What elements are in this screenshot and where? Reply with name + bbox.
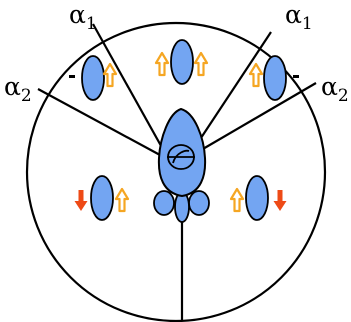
cell-upper-right — [263, 55, 287, 101]
alpha-subscript: 1 — [86, 14, 97, 34]
cell-top — [170, 39, 194, 85]
central-cell — [153, 107, 210, 223]
sector-lower-right — [229, 175, 287, 221]
divider-right — [195, 82, 317, 154]
label-alpha1-right: α1 — [285, 0, 313, 34]
cell-lower-left — [90, 175, 114, 221]
alpha-subscript: 2 — [21, 86, 32, 106]
label-alpha2-left: α2 — [4, 72, 32, 106]
minus-icon — [293, 75, 299, 78]
divider-upper-left — [92, 23, 166, 154]
alpha-symbol: α — [4, 72, 21, 101]
sector-upper-left — [69, 55, 118, 101]
sector-lower-left — [74, 175, 130, 221]
central-cell-lobe-right — [188, 190, 210, 216]
central-cell-lobe-left — [153, 190, 175, 216]
cell-upper-left — [81, 55, 105, 101]
alpha-subscript: 2 — [338, 86, 349, 106]
alpha-subscript: 1 — [302, 14, 313, 34]
divider-left — [37, 88, 161, 156]
nucleus-curve — [172, 149, 190, 164]
minus-icon — [69, 75, 75, 78]
cell-lower-right — [245, 175, 269, 221]
sector-upper-right — [248, 55, 299, 101]
alpha-symbol: α — [321, 72, 338, 101]
sector-top — [154, 39, 209, 85]
divider-upper-right — [192, 31, 272, 151]
alpha-symbol: α — [285, 0, 302, 29]
label-alpha1-left: α1 — [69, 0, 97, 34]
alpha-symbol: α — [69, 0, 86, 29]
label-alpha2-right: α2 — [321, 72, 349, 106]
